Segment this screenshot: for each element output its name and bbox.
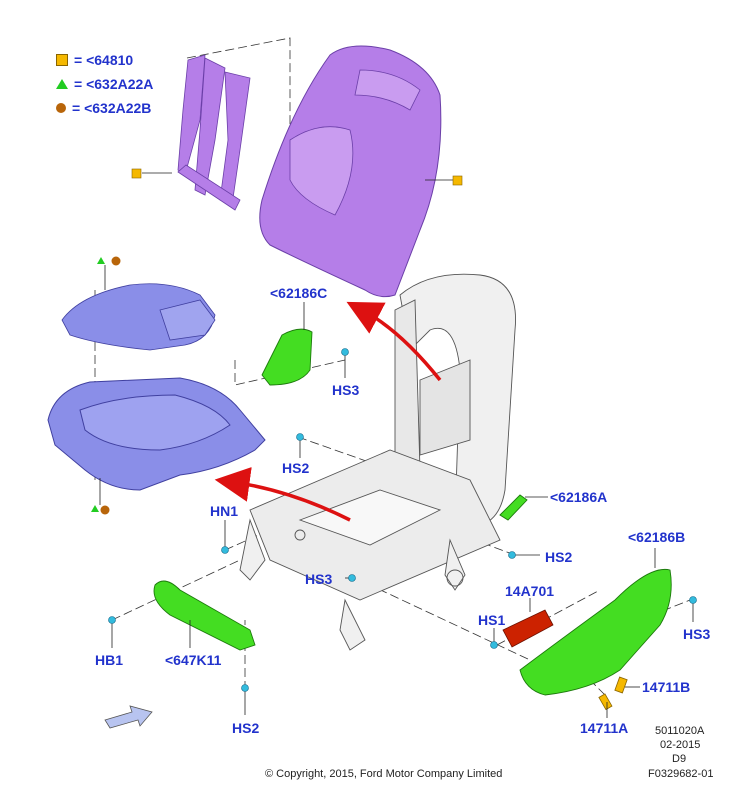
part-label-hb1[interactable]: HB1: [95, 652, 124, 668]
part-label-62186b[interactable]: <62186B: [628, 529, 686, 545]
diagram-figure-id: F0329682-01: [648, 768, 714, 780]
part-label-hs2-bottom[interactable]: HS2: [232, 720, 260, 736]
module-14a701-shape: [502, 609, 554, 648]
part-62186a-shape: [499, 494, 528, 521]
part-label-hn1[interactable]: HN1: [210, 503, 239, 519]
square-marker-icon: [56, 54, 68, 66]
legend-item-632a22b: = <632A22B: [56, 100, 151, 116]
assembly-arrows: [214, 301, 442, 522]
forward-direction-arrow: [104, 705, 153, 729]
part-label-hs1[interactable]: HS1: [478, 612, 506, 628]
part-label-14711b[interactable]: 14711B: [642, 679, 691, 695]
part-label-14711a[interactable]: 14711A: [580, 720, 629, 736]
legend-item-64810: = <64810: [56, 52, 133, 68]
part-label-hs3-right[interactable]: HS3: [683, 626, 711, 642]
part-647k11-shape: [153, 580, 256, 651]
legend-label: = <632A22B: [72, 100, 152, 116]
part-label-62186c[interactable]: <62186C: [270, 285, 328, 301]
callout-markers: [91, 168, 463, 515]
part-label-hs3-upper[interactable]: HS3: [332, 382, 360, 398]
legend-label: = <632A22A: [74, 76, 154, 92]
seatback-cushion: [259, 45, 442, 298]
part-label-14a701[interactable]: 14A701: [505, 583, 555, 599]
fasteners: [108, 348, 697, 692]
seat-frame: [239, 273, 516, 651]
part-62186c-shape: [261, 328, 313, 386]
part-label-hs2-upper[interactable]: HS2: [282, 460, 310, 476]
triangle-marker-icon: [56, 79, 68, 89]
part-62186b-shape: [519, 568, 672, 696]
circle-marker-icon: [56, 103, 66, 113]
diagram-code: 5011020A: [655, 725, 705, 737]
part-label-647k11[interactable]: <647K11: [165, 652, 222, 668]
part-label-hs2-right[interactable]: HS2: [545, 549, 573, 565]
green-trim-parts: [153, 328, 672, 696]
seatback-support-mat: [177, 54, 251, 211]
copyright-text: © Copyright, 2015, Ford Motor Company Li…: [265, 768, 503, 780]
part-label-62186a[interactable]: <62186A: [550, 489, 608, 505]
seat-cushion-pad: [61, 283, 216, 351]
legend-item-632a22a: = <632A22A: [56, 76, 153, 92]
diagram-date: 02-2015: [660, 739, 701, 751]
part-label-hs3-mid[interactable]: HS3: [305, 571, 333, 587]
seat-cushion: [47, 377, 266, 491]
legend-label: = <64810: [74, 52, 134, 68]
diagram-revision: D9: [672, 753, 687, 765]
yellow-small-parts: [598, 676, 628, 711]
